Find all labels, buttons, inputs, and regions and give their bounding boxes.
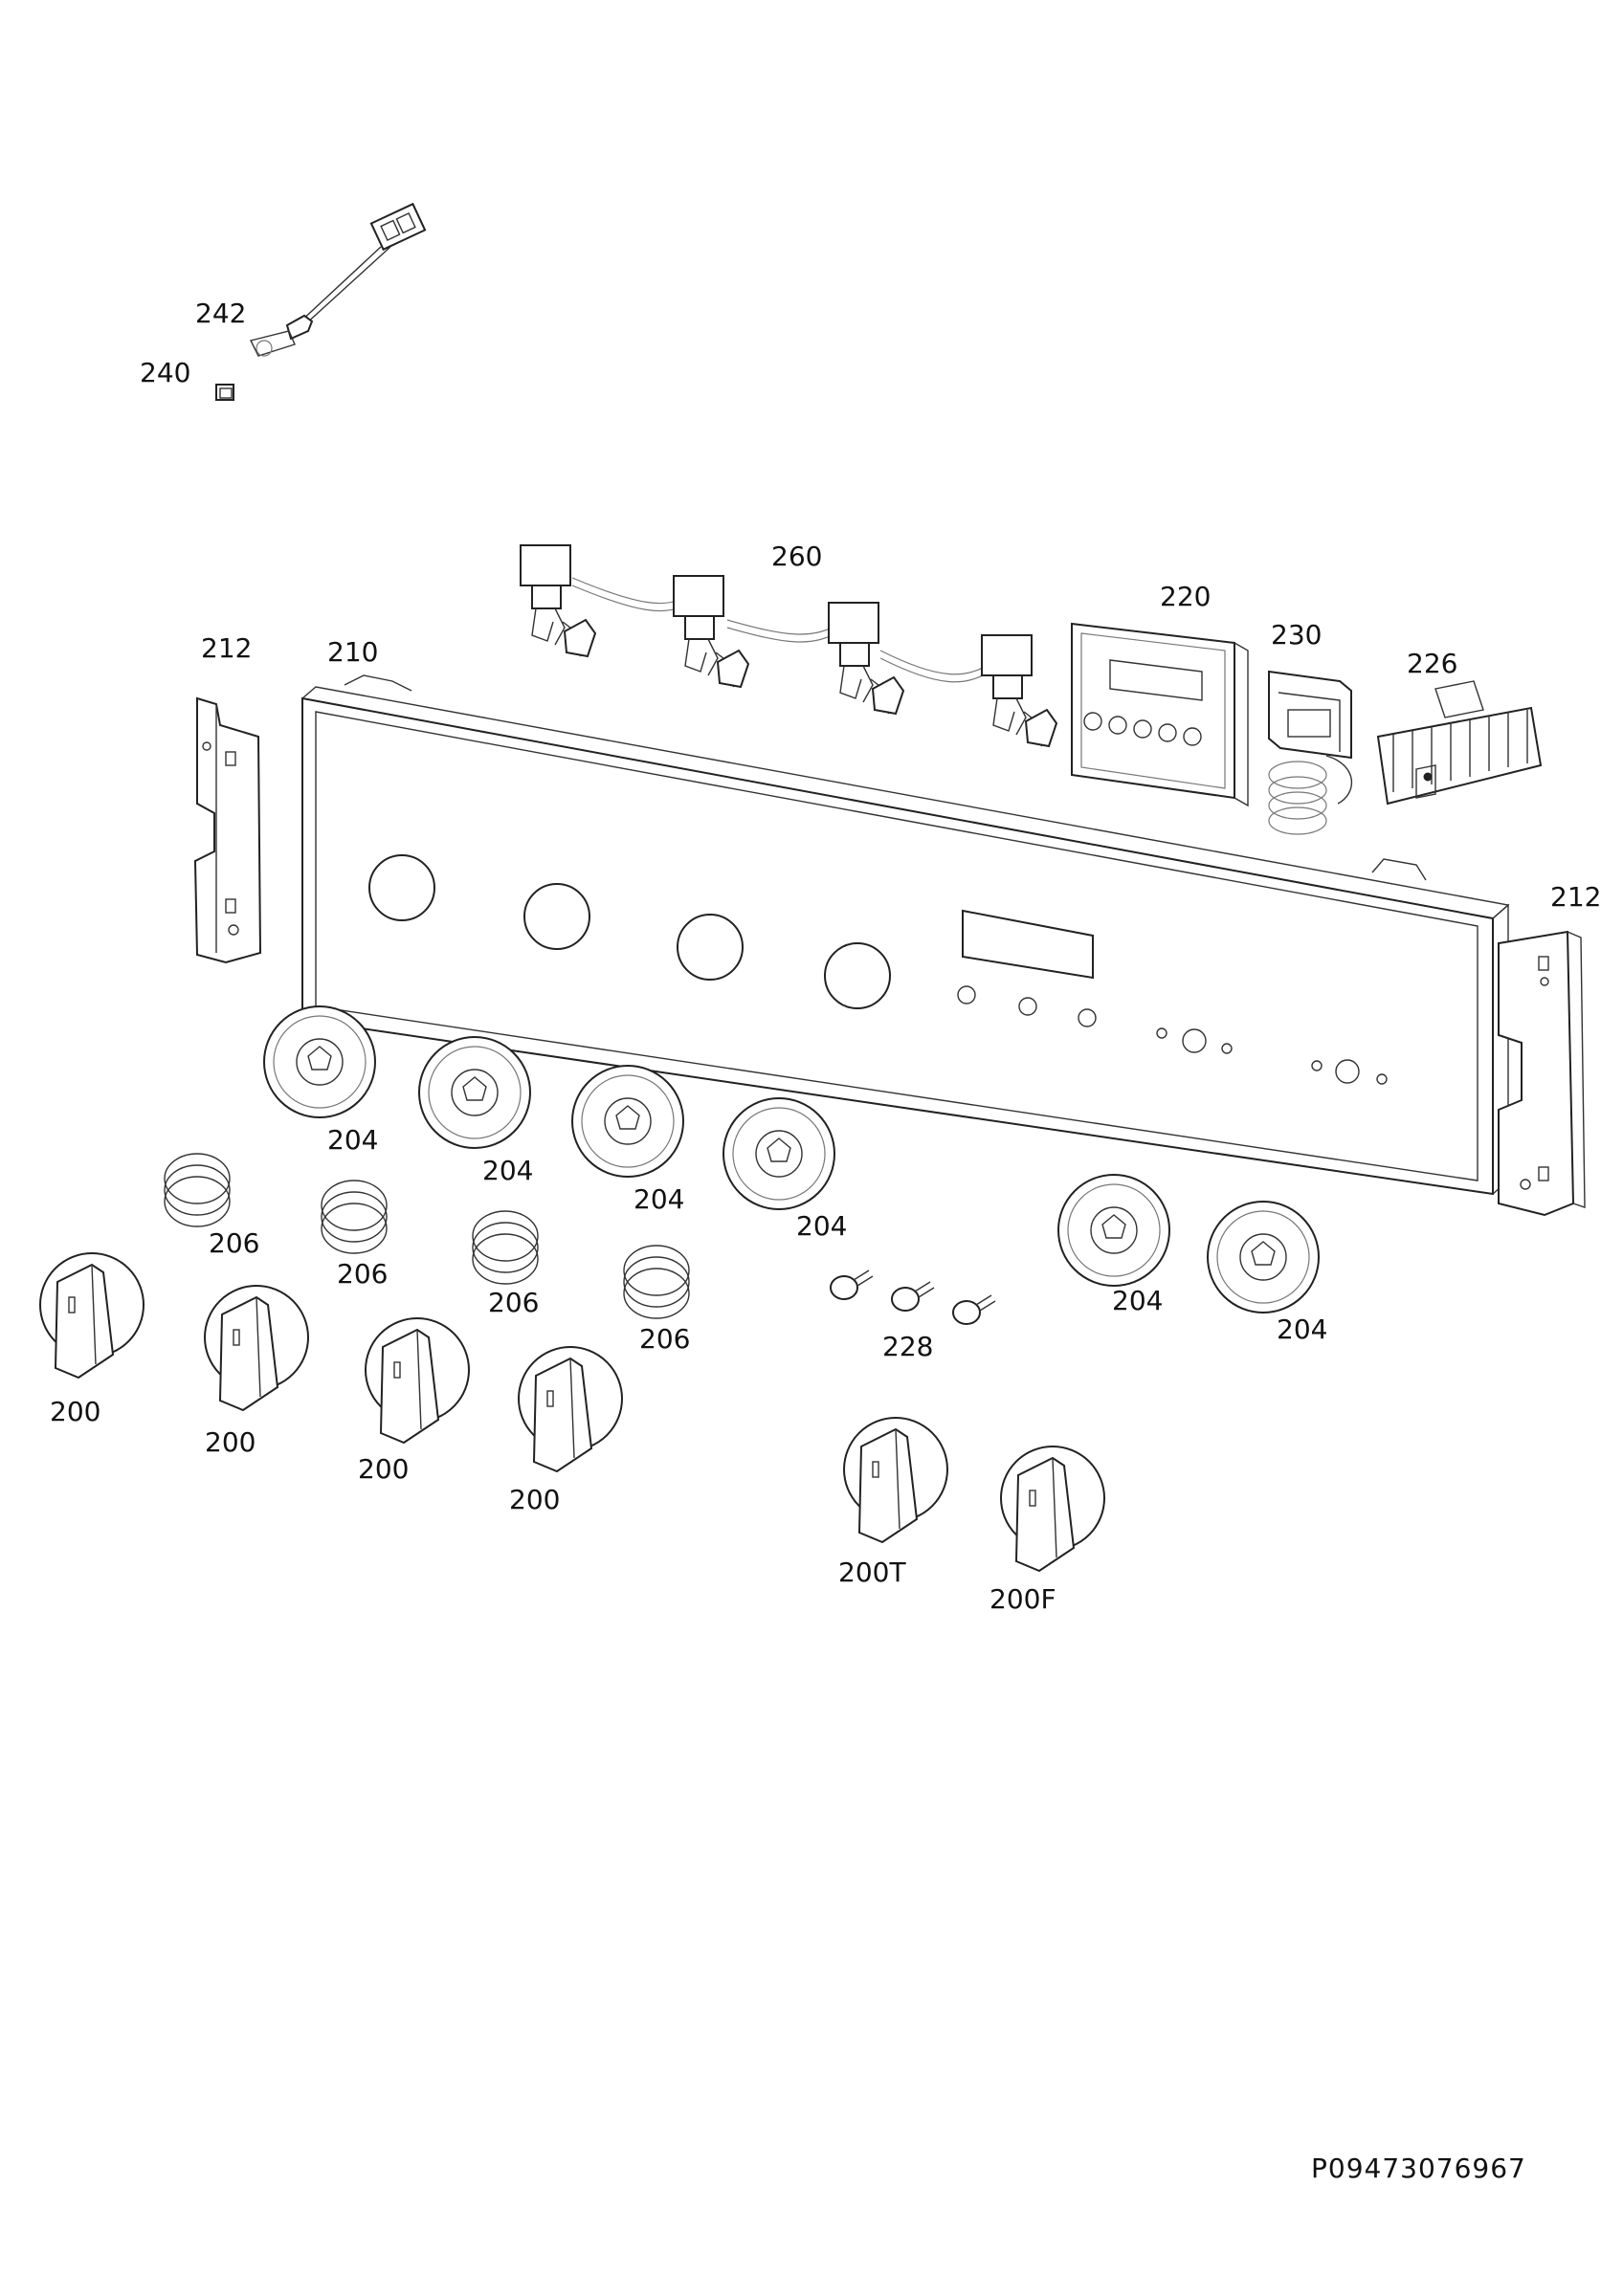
part-204-bezel-4 [723, 1097, 835, 1210]
part-220-timer [1071, 622, 1249, 807]
part-260-switch-3 [828, 602, 905, 716]
label-206-3: 206 [488, 1287, 540, 1318]
part-200F-knob [1000, 1446, 1105, 1573]
part-204-bezel-5 [1057, 1174, 1170, 1287]
label-200-4: 200 [509, 1484, 561, 1515]
part-204-bezel-2 [418, 1036, 531, 1149]
part-260-switch-1 [520, 544, 597, 658]
part-260-switch-2 [673, 575, 750, 689]
label-200-3: 200 [358, 1453, 410, 1485]
part-242-cable [249, 202, 427, 357]
part-204-bezel-3 [571, 1065, 684, 1178]
part-228-button-3 [952, 1294, 996, 1325]
label-206-1: 206 [209, 1227, 260, 1259]
label-230: 230 [1271, 619, 1323, 651]
part-204-bezel-6 [1207, 1201, 1320, 1314]
label-204-2: 204 [482, 1155, 534, 1186]
label-212-left: 212 [201, 632, 253, 664]
label-200T: 200T [838, 1556, 906, 1588]
label-200F: 200F [989, 1583, 1056, 1615]
part-260-switch-4 [981, 634, 1058, 748]
part-206-spring-4 [623, 1245, 690, 1319]
label-204-4: 204 [796, 1210, 848, 1242]
part-206-spring-3 [472, 1210, 539, 1285]
label-220: 220 [1160, 581, 1212, 612]
label-260: 260 [771, 541, 823, 572]
part-200T-knob [843, 1417, 948, 1544]
label-204-1: 204 [327, 1124, 379, 1156]
part-228-button-1 [830, 1269, 874, 1300]
part-206-spring-2 [321, 1180, 388, 1254]
label-204-6: 204 [1277, 1314, 1328, 1345]
part-200-knob-4 [518, 1346, 623, 1473]
label-204-3: 204 [634, 1183, 685, 1215]
part-212-right-bracket [1498, 930, 1586, 1217]
label-200-2: 200 [205, 1426, 256, 1458]
label-206-2: 206 [337, 1258, 389, 1290]
part-204-bezel-1 [263, 1005, 376, 1118]
label-240: 240 [140, 357, 191, 388]
label-200-1: 200 [50, 1396, 101, 1427]
part-210-control-panel [301, 674, 1510, 1196]
label-204-5: 204 [1112, 1285, 1164, 1316]
label-206-4: 206 [639, 1323, 691, 1355]
part-260-harness [571, 577, 996, 683]
part-226-selector [1376, 680, 1543, 806]
label-226: 226 [1407, 648, 1458, 679]
label-242: 242 [195, 298, 247, 329]
label-210: 210 [327, 636, 379, 668]
part-206-spring-1 [164, 1153, 231, 1227]
part-200-knob-3 [365, 1317, 470, 1445]
part-230-thermostat [1268, 670, 1352, 835]
part-228-button-2 [891, 1281, 935, 1312]
part-200-knob-1 [39, 1252, 145, 1380]
label-212-right: 212 [1550, 881, 1602, 913]
drawing-code: P09473076967 [1311, 2152, 1526, 2184]
label-228: 228 [882, 1331, 934, 1362]
part-212-left-bracket [193, 696, 262, 964]
part-200-knob-2 [204, 1285, 309, 1412]
part-240-lamp [215, 384, 234, 401]
